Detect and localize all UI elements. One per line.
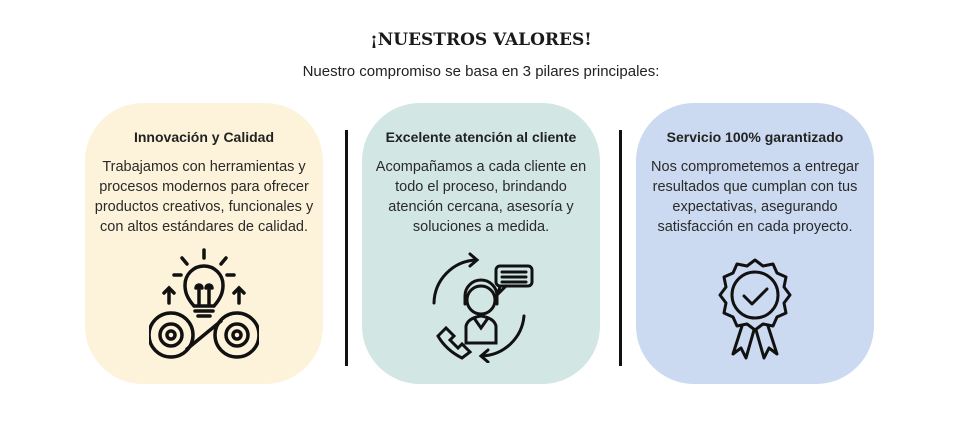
award-badge-icon: [718, 258, 792, 360]
card-title: Excelente atención al cliente: [385, 129, 577, 145]
card-text: Nos comprometemos a entregar resultados …: [651, 159, 859, 235]
card-title: Servicio 100% garantizado: [666, 129, 844, 145]
lightbulb-gears-icon: [149, 248, 259, 359]
page-title: ¡NUESTROS VALORES!: [370, 30, 592, 50]
card-title: Innovación y Calidad: [133, 129, 275, 145]
value-card-innovation: Innovación y Calidad Trabajamos con herr…: [85, 103, 323, 384]
value-card-guarantee: Servicio 100% garantizado Nos compromete…: [636, 103, 874, 384]
divider: [345, 130, 348, 366]
customer-support-icon: [432, 252, 534, 363]
card-text: Trabajamos con herramientas y procesos m…: [94, 159, 314, 235]
divider: [619, 130, 622, 366]
card-text: Acompañamos a cada cliente en todo el pr…: [375, 159, 587, 235]
value-card-customer-service: Excelente atención al cliente Acompañamo…: [362, 103, 600, 384]
page-subtitle: Nuestro compromiso se basa en 3 pilares …: [302, 63, 660, 80]
